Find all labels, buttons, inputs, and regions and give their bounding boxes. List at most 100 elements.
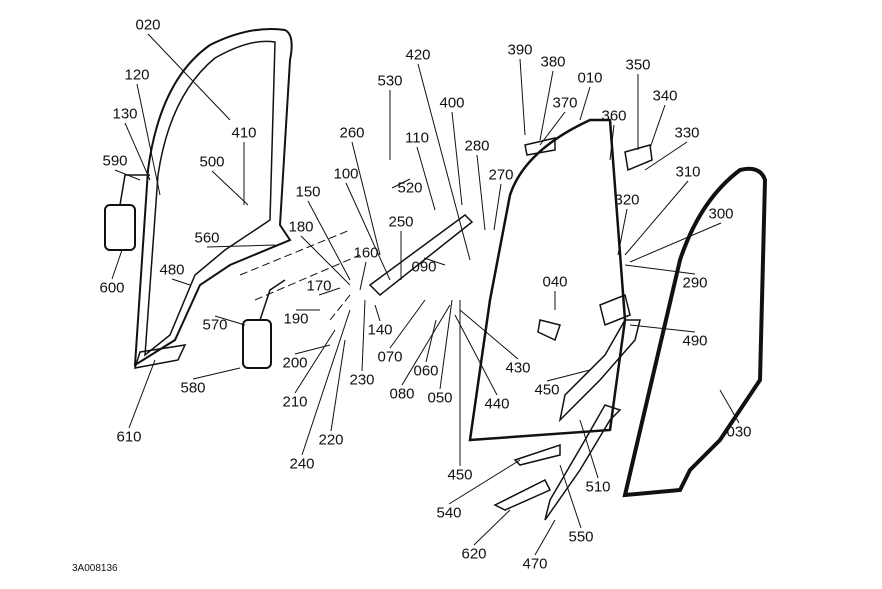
callout-250[interactable]: 250 — [388, 213, 414, 231]
callout-310[interactable]: 310 — [675, 163, 701, 181]
callout-480[interactable]: 480 — [159, 261, 185, 279]
leader-line-140 — [374, 304, 381, 322]
callout-050[interactable]: 050 — [427, 389, 453, 407]
door-frame-020 — [133, 28, 293, 367]
callout-610[interactable]: 610 — [116, 428, 142, 446]
callout-580[interactable]: 580 — [180, 379, 206, 397]
callout-430[interactable]: 430 — [505, 359, 531, 377]
callout-030[interactable]: 030 — [726, 423, 752, 441]
callout-230[interactable]: 230 — [349, 371, 375, 389]
callout-510[interactable]: 510 — [585, 478, 611, 496]
callout-470[interactable]: 470 — [522, 555, 548, 573]
leader-line-160 — [359, 261, 367, 291]
leader-line-580 — [192, 367, 241, 380]
callout-550[interactable]: 550 — [568, 528, 594, 546]
leader-line-220 — [330, 339, 346, 432]
leader-line-600 — [111, 249, 123, 280]
callout-570[interactable]: 570 — [202, 316, 228, 334]
callout-180[interactable]: 180 — [288, 218, 314, 236]
callout-390[interactable]: 390 — [507, 41, 533, 59]
leader-line-260 — [351, 141, 381, 256]
leader-line-330 — [644, 141, 688, 171]
callout-590[interactable]: 590 — [102, 152, 128, 170]
leader-line-120 — [136, 83, 161, 196]
callout-540[interactable]: 540 — [436, 504, 462, 522]
callout-360[interactable]: 360 — [601, 107, 627, 125]
callout-350[interactable]: 350 — [625, 56, 651, 74]
callout-280[interactable]: 280 — [464, 137, 490, 155]
callout-600[interactable]: 600 — [99, 279, 125, 297]
leader-line-360 — [609, 124, 615, 161]
leader-line-020 — [147, 33, 231, 121]
callout-410[interactable]: 410 — [231, 124, 257, 142]
leader-line-370 — [539, 111, 566, 146]
callout-020[interactable]: 020 — [135, 16, 161, 34]
callout-010[interactable]: 010 — [577, 69, 603, 87]
callout-300[interactable]: 300 — [708, 205, 734, 223]
leader-line-340 — [649, 104, 666, 149]
callout-210[interactable]: 210 — [282, 393, 308, 411]
door-seal-030 — [622, 166, 768, 498]
leader-line-130 — [124, 122, 151, 181]
callout-150[interactable]: 150 — [295, 183, 321, 201]
leader-line-620 — [473, 509, 511, 546]
callout-520[interactable]: 520 — [397, 179, 423, 197]
leader-line-520 — [391, 178, 411, 189]
callout-320[interactable]: 320 — [614, 191, 640, 209]
callout-530[interactable]: 530 — [377, 72, 403, 90]
callout-340[interactable]: 340 — [652, 87, 678, 105]
callout-330[interactable]: 330 — [674, 124, 700, 142]
callout-110[interactable]: 110 — [405, 129, 429, 147]
callout-040[interactable]: 040 — [542, 273, 568, 291]
callout-260[interactable]: 260 — [339, 124, 365, 142]
callout-240[interactable]: 240 — [289, 455, 315, 473]
leader-line-270 — [493, 183, 502, 231]
callout-290[interactable]: 290 — [682, 274, 708, 292]
callout-380[interactable]: 380 — [540, 53, 566, 71]
leader-line-320 — [617, 208, 628, 256]
callout-080[interactable]: 080 — [389, 385, 415, 403]
callout-450[interactable]: 450 — [534, 381, 560, 399]
callout-560[interactable]: 560 — [194, 229, 220, 247]
leader-line-170 — [318, 287, 341, 296]
leader-line-030 — [719, 389, 740, 424]
callout-200[interactable]: 200 — [282, 354, 308, 372]
callout-090[interactable]: 090 — [411, 258, 437, 276]
leader-line-590 — [114, 169, 141, 181]
callout-450[interactable]: 450 — [447, 466, 473, 484]
callout-130[interactable]: 130 — [112, 105, 138, 123]
leader-line-290 — [624, 264, 696, 275]
leader-line-100 — [345, 182, 391, 281]
leader-line-540 — [448, 459, 521, 505]
leader-line-430 — [459, 309, 519, 360]
leader-line-570 — [214, 315, 246, 326]
callout-190[interactable]: 190 — [283, 310, 309, 328]
callout-370[interactable]: 370 — [552, 94, 578, 112]
leader-line-210 — [294, 329, 336, 394]
callout-170[interactable]: 170 — [306, 277, 332, 295]
callout-070[interactable]: 070 — [377, 348, 403, 366]
leader-line-060 — [425, 319, 437, 363]
callout-140[interactable]: 140 — [367, 321, 393, 339]
leader-line-420 — [417, 63, 471, 261]
callout-620[interactable]: 620 — [461, 545, 487, 563]
callout-400[interactable]: 400 — [439, 94, 465, 112]
callout-270[interactable]: 270 — [488, 166, 514, 184]
mirror-600 — [104, 204, 136, 251]
callout-160[interactable]: 160 — [353, 244, 379, 262]
callout-100[interactable]: 100 — [333, 165, 359, 183]
callout-440[interactable]: 440 — [484, 395, 510, 413]
leader-line-510 — [579, 419, 599, 479]
rod-100 — [368, 214, 474, 297]
leader-line-500 — [211, 170, 249, 206]
callout-060[interactable]: 060 — [413, 362, 439, 380]
door-glass-010 — [468, 118, 627, 442]
callout-500[interactable]: 500 — [199, 153, 225, 171]
callout-490[interactable]: 490 — [682, 332, 708, 350]
leader-line-560 — [206, 244, 276, 248]
leader-line-610 — [128, 359, 156, 429]
callout-220[interactable]: 220 — [318, 431, 344, 449]
callout-120[interactable]: 120 — [124, 66, 150, 84]
leader-line-280 — [476, 154, 486, 231]
callout-420[interactable]: 420 — [405, 46, 431, 64]
